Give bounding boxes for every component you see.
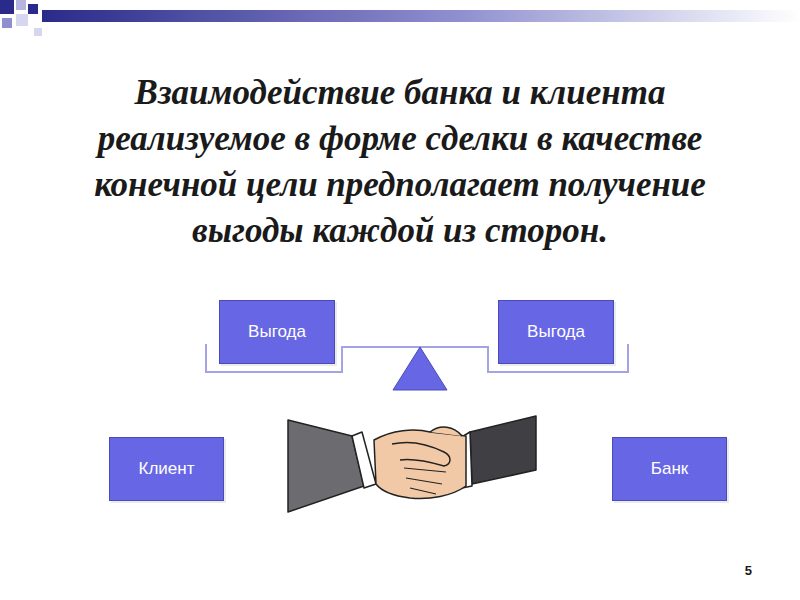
box-label: Банк bbox=[651, 459, 688, 479]
party-box: Банк bbox=[612, 437, 727, 501]
benefit-box: Выгода bbox=[219, 300, 335, 364]
box-label: Выгода bbox=[527, 322, 585, 342]
handshake-illustration bbox=[288, 416, 536, 512]
box-label: Клиент bbox=[139, 459, 195, 479]
slide-title: Взаимодействие банка и клиента реализуем… bbox=[40, 70, 760, 254]
box-label: Выгода bbox=[248, 322, 306, 342]
party-box: Клиент bbox=[109, 437, 224, 501]
scale-pivot bbox=[393, 347, 447, 390]
benefit-box: Выгода bbox=[498, 300, 614, 364]
page-number: 5 bbox=[745, 563, 752, 578]
corner-decoration bbox=[0, 0, 800, 36]
